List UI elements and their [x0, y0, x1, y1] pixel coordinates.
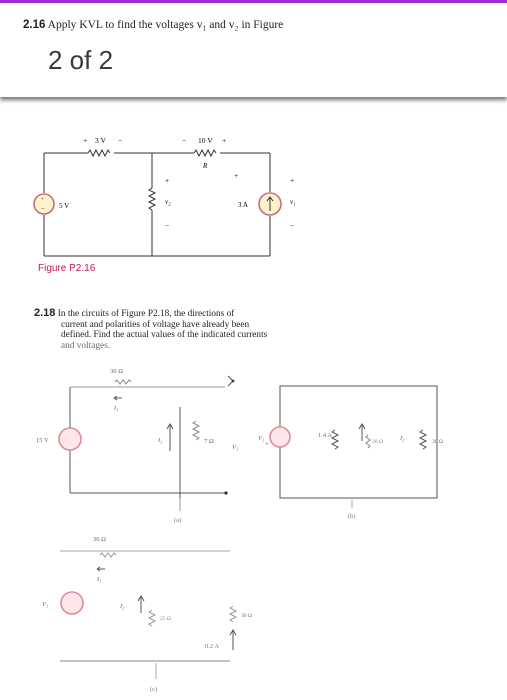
label-5v: 5 V	[59, 202, 69, 210]
page-header-sheet: 2.16 Apply KVL to find the voltages v₁ a…	[0, 3, 507, 97]
fig-b-current: 1.4 A	[318, 432, 332, 439]
page-counter: 2 of 2	[48, 45, 114, 75]
fig-c-i2: I₂	[119, 603, 125, 610]
fig-a-r-top: 30 Ω	[110, 368, 123, 375]
problem-218-text: 2.18 In the circuits of Figure P2.18, th…	[34, 308, 294, 351]
label-plus-3v: +	[83, 136, 87, 145]
fig-a-source: 15 V	[36, 437, 49, 444]
figure-p216-circuit: + − + 3 V − − 10 V + R + 5 V + v₂ − 3 A …	[33, 136, 296, 257]
label-minus-v1: −	[290, 221, 294, 230]
problem-216-number: 2.16	[23, 19, 46, 31]
voltage-source-5v	[33, 193, 55, 215]
label-3a: 3 A	[238, 201, 248, 209]
figure-p218-circuits: + 30 Ω I₁ 15 V I₂ 7 Ω V₂ (a) V₁ 1.4 A 30…	[36, 368, 443, 693]
label-plus-10v: +	[222, 136, 226, 145]
fig-a-i1: I₁	[113, 405, 118, 412]
fig-b-i2: I₂	[399, 435, 405, 442]
voltage-source-v1-c	[60, 591, 84, 615]
fig-b-r-mid: 30 Ω	[372, 439, 383, 445]
fig-a-r-right: 7 Ω	[204, 438, 214, 445]
label-minus-10v: −	[182, 136, 186, 145]
page-content-sheet: + − + 3 V − − 10 V + R + 5 V + v₂ − 3 A …	[0, 103, 507, 700]
label-minus-v2: −	[165, 221, 169, 230]
fig-a-i2: I₂	[157, 437, 163, 444]
problem-218-line3: defined. Find the actual values of the i…	[61, 330, 268, 340]
figure-p216-caption: Figure P2.16	[38, 263, 96, 274]
label-10v: 10 V	[198, 136, 213, 145]
fig-c-i1: I₁	[96, 576, 101, 583]
fig-b-r-right: 30 Ω	[432, 439, 443, 445]
label-r: R	[202, 162, 208, 170]
label-3v: 3 V	[95, 136, 106, 145]
problem-218-line4: and voltages.	[61, 340, 111, 351]
top-accent-bar	[0, 0, 507, 3]
label-plus-r: +	[234, 171, 238, 180]
label-v2: v₂	[165, 198, 171, 206]
problem-216-title: 2.16 Apply KVL to find the voltages v₁ a…	[23, 19, 283, 31]
svg-text:+: +	[41, 197, 45, 203]
label-v1: v₁	[290, 198, 296, 206]
label-minus-3v: −	[118, 136, 122, 145]
fig-a-caption: (a)	[174, 517, 181, 524]
fig-c-caption: (c)	[150, 686, 157, 693]
fig-c-r-right: 30 Ω	[241, 613, 252, 619]
voltage-source-v1-b	[269, 426, 291, 448]
problem-218-line1: In the circuits of Figure P2.18, the dir…	[57, 309, 235, 319]
problem-218-line2: current and polarities of voltage have a…	[61, 319, 250, 330]
fig-c-r-top: 30 Ω	[93, 536, 106, 543]
label-plus-v1: +	[290, 176, 294, 185]
problem-216-text: Apply KVL to find the voltages v₁ and v₂…	[47, 19, 284, 31]
voltage-source-15v	[58, 427, 82, 451]
label-plus-v2: +	[165, 176, 169, 185]
fig-c-r-mid: 25 Ω	[160, 616, 171, 622]
svg-text:+: +	[265, 440, 269, 448]
fig-c-source: V₁	[42, 601, 48, 608]
fig-b-v1: V₁	[258, 435, 264, 442]
svg-text:−: −	[41, 205, 45, 213]
fig-c-current: 0.2 A	[205, 643, 219, 650]
problem-218-number: 2.18	[34, 307, 56, 319]
fig-b-caption: (b)	[348, 513, 356, 520]
fig-a-v2: V₂	[232, 444, 239, 451]
